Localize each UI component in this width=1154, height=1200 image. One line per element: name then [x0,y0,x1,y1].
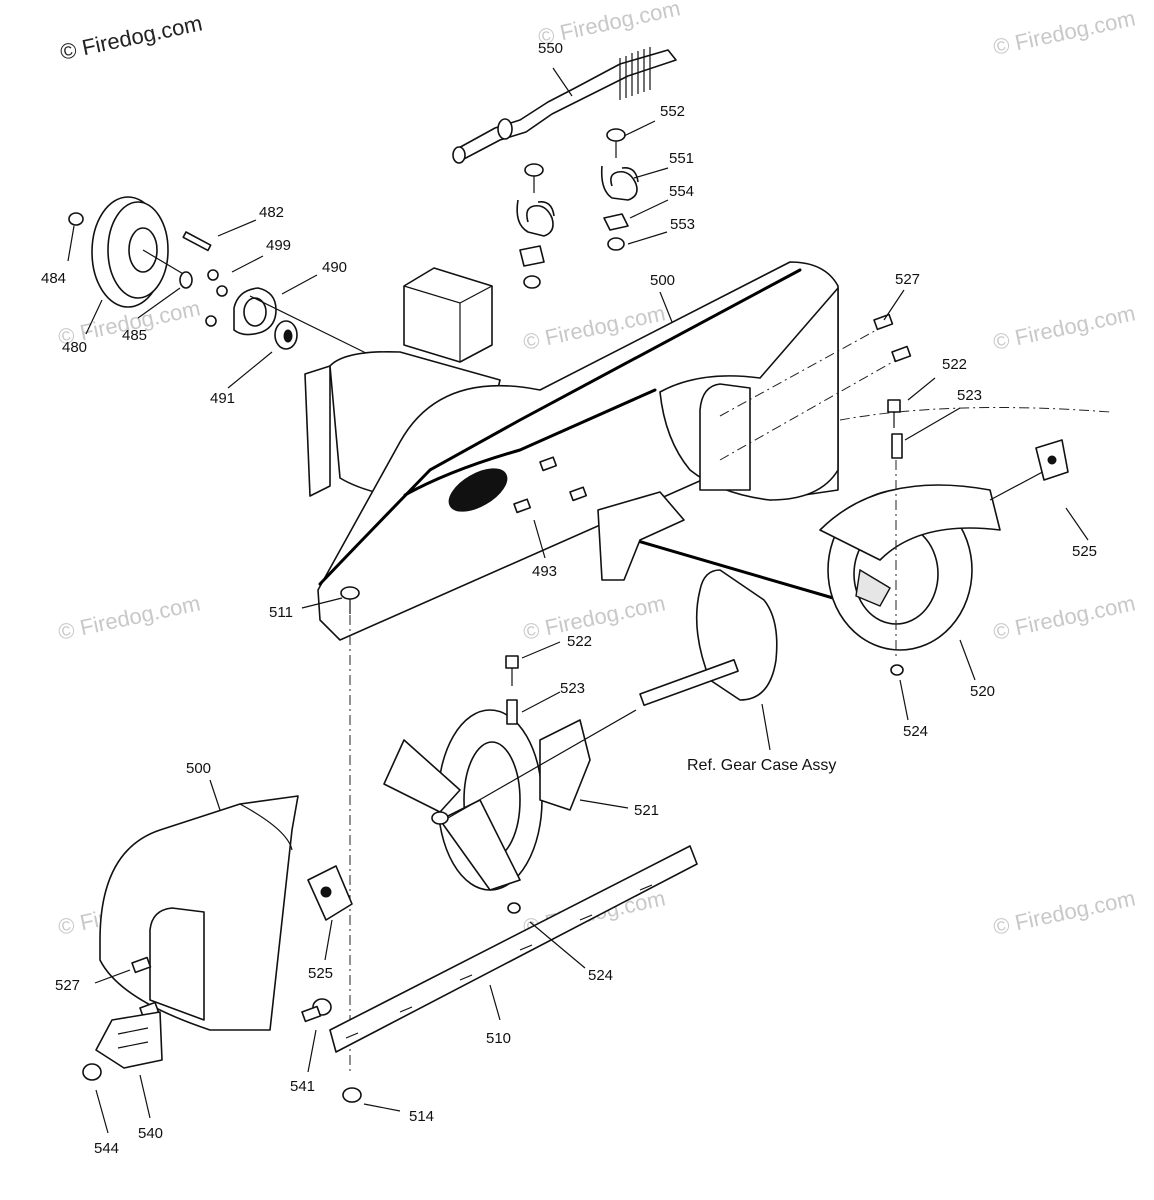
bearing-525-top [1035,439,1069,481]
label-491: 491 [210,390,235,407]
axis-line [719,359,897,461]
nut-514 [342,1087,362,1103]
watermark-faint: © Firedog.com [521,590,668,645]
spacer-523-top [891,433,903,459]
skid-shoe-540 [95,1011,163,1069]
auger-housing-500-top [304,261,839,641]
label-480: 480 [62,339,87,356]
bolts-493 [513,456,588,514]
auger-spiral-520 [819,467,1051,651]
nut-524-mid [507,902,521,914]
crank-spline [619,47,651,100]
label-550: 550 [538,40,563,57]
label-522-mid: 522 [567,633,592,650]
label-527-bottom: 527 [55,977,80,994]
spacer-485 [179,271,193,289]
label-523-mid: 523 [560,680,585,697]
bearing-491 [274,320,298,350]
nut-544 [82,1063,102,1081]
auger-spiral-521 [383,709,637,891]
shear-bolt-522-mid [505,655,519,686]
label-522-top: 522 [942,356,967,373]
label-514: 514 [409,1108,434,1125]
ref-gear-case-note: Ref. Gear Case Assy [687,757,836,774]
label-553: 553 [670,216,695,233]
bearing-flange-490 [233,287,277,336]
shear-bolt-522-top [887,399,901,428]
auger-housing-500-bottom [99,795,299,1031]
watermark-faint: © Firedog.com [56,590,203,645]
bolts-499 [205,269,228,327]
carriage-bolt-511 [340,586,360,614]
label-552: 552 [660,103,685,120]
chute-bracket-551-left [516,163,555,289]
label-499: 499 [266,237,291,254]
pulley-480 [91,196,186,308]
carriage-bolt-541 [301,998,332,1023]
label-520: 520 [970,683,995,700]
spacer-523-mid [506,699,518,725]
label-523-top: 523 [957,387,982,404]
watermark-faint: © Firedog.com [991,885,1138,940]
watermark-faint: © Firedog.com [991,300,1138,355]
label-500-bottom: 500 [186,760,211,777]
label-544: 544 [94,1140,119,1157]
chute-crank-rod-550 [452,47,677,164]
bearing-525-bottom [307,865,353,921]
leader-lines [67,67,1089,1134]
nut-484 [68,212,84,226]
chute-bracket-551-right [600,128,639,251]
scraper-bar-510 [329,845,698,1053]
nut-524-top [890,664,904,676]
label-524-bottom: 524 [588,967,613,984]
label-484: 484 [41,270,66,287]
bolt-527-bottom [131,956,160,1019]
label-525-top: 525 [1072,543,1097,560]
label-551: 551 [669,150,694,167]
label-521: 521 [634,802,659,819]
bolt-527-top [873,313,912,363]
key-482 [182,231,212,252]
label-527-top: 527 [895,271,920,288]
label-511: 511 [269,604,293,621]
pulley-axis [249,295,371,356]
label-500-top: 500 [650,272,675,289]
watermark-main: © Firedog.com [58,10,205,65]
label-525-bottom: 525 [308,965,333,982]
auger-sweep-line [839,407,1111,421]
label-524-top: 524 [903,723,928,740]
gear-case-assy [597,491,842,707]
label-540: 540 [138,1125,163,1142]
label-490: 490 [322,259,347,276]
label-541: 541 [290,1078,315,1095]
label-482: 482 [259,204,284,221]
label-485: 485 [122,327,147,344]
watermark-faint: © Firedog.com [991,5,1138,60]
watermark-faint: © Firedog.com [991,590,1138,645]
label-510: 510 [486,1030,511,1047]
label-554: 554 [669,183,694,200]
label-493: 493 [532,563,557,580]
